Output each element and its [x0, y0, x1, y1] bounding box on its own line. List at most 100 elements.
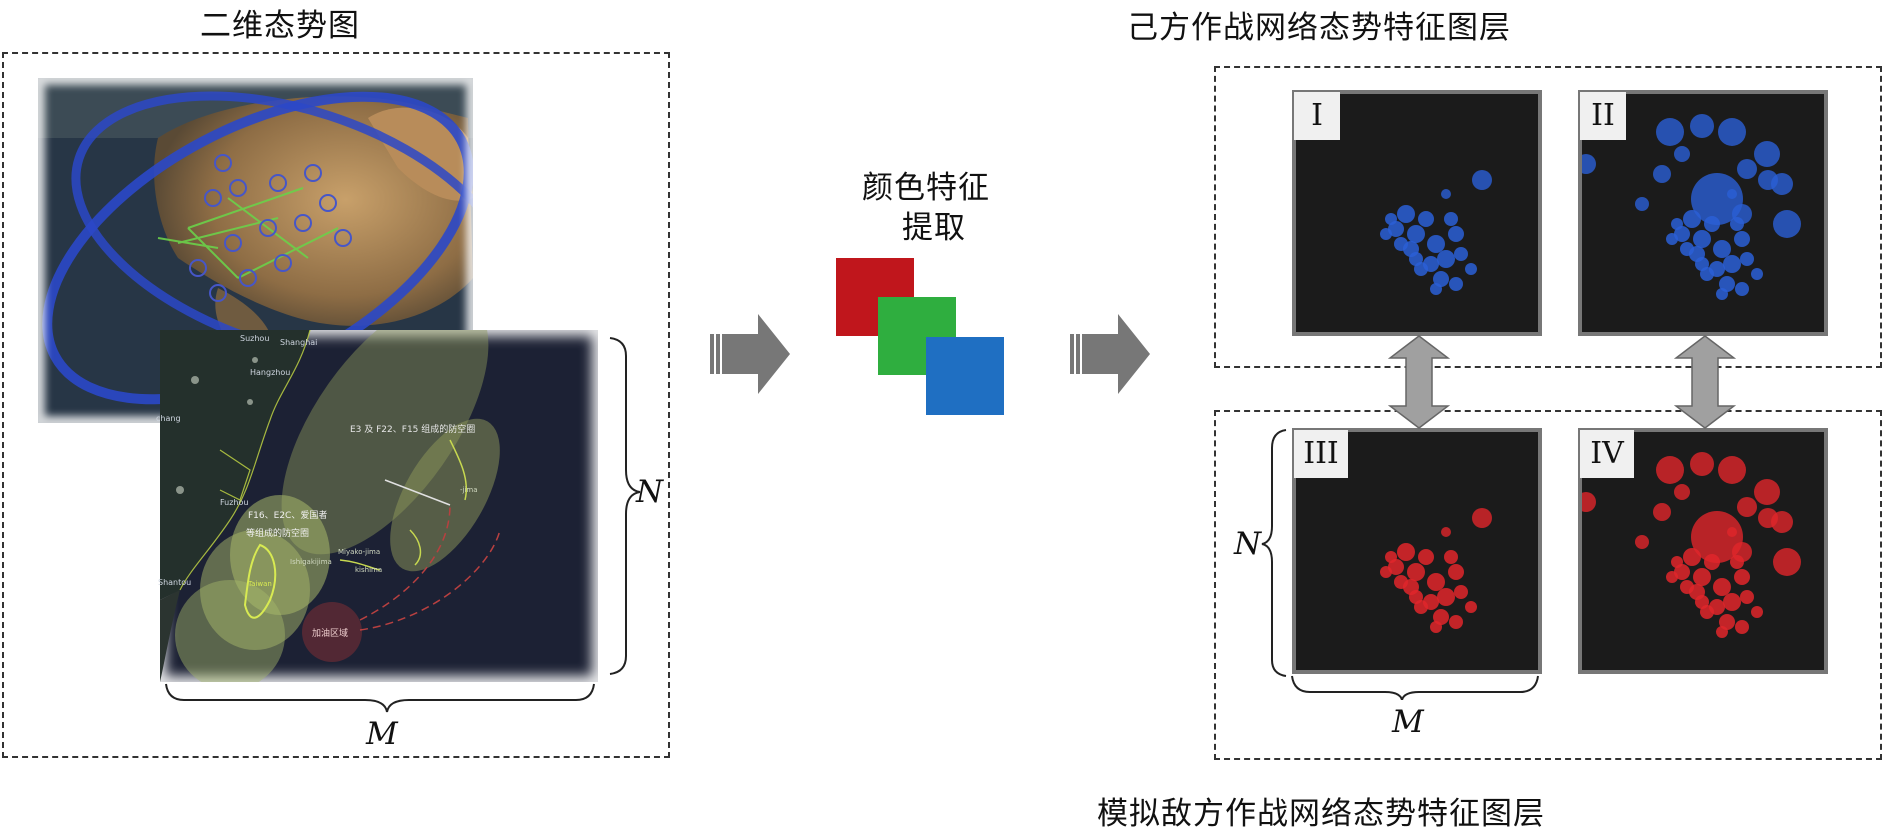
layer-1-blob [1407, 225, 1425, 243]
layer-1-blob [1394, 237, 1408, 251]
layer-2-blob [1635, 197, 1649, 211]
layer-4-blob [1671, 556, 1683, 568]
layer-3-blob [1444, 550, 1458, 564]
layer-2-blob [1674, 146, 1690, 162]
layer-3-blob [1454, 585, 1468, 599]
layer-2-blob [1732, 204, 1752, 224]
layer-2-blob [1693, 230, 1711, 248]
layer-4-blob [1695, 595, 1709, 609]
layer-4-blob [1773, 548, 1801, 576]
layer-2-blob [1773, 210, 1801, 238]
map-label-jima: -jima [460, 486, 478, 494]
layer-3-blob [1380, 566, 1392, 578]
friendly-dashed-frame [1214, 66, 1882, 368]
layer-2-blob [1582, 154, 1596, 174]
layer-1-blob [1444, 212, 1458, 226]
layer-1-blob [1448, 226, 1464, 242]
layer-4-blob [1713, 578, 1731, 596]
right-dim-n: N [1234, 526, 1263, 562]
double-arrow-right [1674, 335, 1736, 429]
layer-1-blob [1454, 247, 1468, 261]
layer-4-blob [1734, 569, 1750, 585]
map-label-shantou: Shantou [158, 578, 192, 587]
layer-2-blob [1740, 252, 1754, 266]
layer-1-blob [1409, 252, 1423, 266]
layer-4-blob [1582, 492, 1596, 512]
layer-4-blob [1693, 568, 1711, 586]
map-label-f16-zone-2: 等组成的防空圈 [246, 529, 310, 539]
layer-2-blob [1716, 288, 1728, 300]
layer-3-blob [1448, 564, 1464, 580]
layer-4-blob [1680, 580, 1694, 594]
layer-2-blob [1674, 226, 1690, 242]
map-label-hangzhou: Hangzhou [250, 368, 291, 377]
layer-2-blob [1751, 268, 1763, 280]
layer-1-blob [1449, 277, 1463, 291]
layer-1-blob [1433, 271, 1449, 287]
map-label-taiwan: Taiwan [248, 580, 272, 588]
layer-3-blob [1394, 575, 1408, 589]
layer-3-blob [1409, 590, 1423, 604]
layer-1-blob [1385, 213, 1397, 225]
layer-3-blob [1418, 549, 1434, 565]
layer-3-blob [1430, 621, 1442, 633]
enemy-dashed-frame [1214, 410, 1882, 760]
layer-2-blob [1718, 118, 1746, 146]
layer-2-blob [1653, 165, 1671, 183]
layer-roman-3: III [1294, 430, 1348, 478]
layer-3-blob [1437, 588, 1455, 606]
layer-2-blob [1691, 173, 1743, 225]
layer-2-blob [1690, 114, 1714, 138]
layer-4-blob [1732, 542, 1752, 562]
map-label-kishima: kishima [355, 566, 383, 574]
layer-2-blob [1671, 218, 1683, 230]
friendly-layer-title: 己方作战网络态势特征图层 [1127, 10, 1511, 46]
layer-2-blob [1680, 242, 1694, 256]
map-label-fuzhou: Fuzhou [220, 498, 249, 507]
layer-2-blob [1656, 118, 1684, 146]
map-label-f16-zone-1: F16、E2C、爱国者 [248, 511, 328, 521]
left-dim-m: M [366, 716, 399, 752]
layer-roman-4: IV [1580, 430, 1634, 478]
layer-1-blob [1380, 228, 1392, 240]
layer-4-blob [1719, 614, 1735, 630]
right-dim-m: M [1392, 704, 1425, 740]
layer-3-blob [1433, 609, 1449, 625]
enemy-layer-title: 模拟敌方作战网络态势特征图层 [1097, 796, 1545, 832]
flow-arrow-1 [710, 314, 790, 394]
left-panel-title: 二维态势图 [200, 8, 360, 44]
left-dashed-frame [2, 52, 670, 758]
layer-1-blob [1418, 211, 1434, 227]
layer-4-blob [1771, 511, 1793, 533]
layer-roman-2: II [1580, 92, 1626, 140]
layer-4-blob [1754, 479, 1780, 505]
layer-2-blob [1723, 255, 1741, 273]
extraction-label-line1: 颜色特征 [862, 170, 990, 206]
map-label-ishigakijima: Ishigakijima [290, 558, 332, 566]
layer-3-blob [1465, 601, 1477, 613]
blue-channel-square [926, 337, 1004, 415]
flow-arrow-2 [1070, 314, 1150, 394]
layer-3-blob [1441, 527, 1451, 537]
layer-1-blob [1388, 221, 1404, 237]
layer-4-blob [1716, 626, 1728, 638]
map-label-e3-zone: E3 及 F22、F15 组成的防空圈 [350, 425, 476, 435]
layer-2-blob [1695, 257, 1709, 271]
layer-3-blob [1472, 508, 1492, 528]
layer-3-blob [1397, 543, 1415, 561]
layer-4-blob [1674, 564, 1690, 580]
layer-4-blob [1666, 571, 1678, 583]
layer-4-blob [1740, 590, 1754, 604]
layer-tile-3: III [1292, 428, 1542, 674]
layer-2-blob [1737, 159, 1757, 179]
layer-2-blob [1735, 282, 1749, 296]
layer-4-blob [1691, 511, 1743, 563]
map-label-miyakojima: Miyako-jima [338, 548, 381, 556]
layer-1-blob [1441, 189, 1451, 199]
layer-3-blob [1407, 563, 1425, 581]
layer-tile-4: IV [1578, 428, 1828, 674]
layer-1-blob [1472, 170, 1492, 190]
layer-3-blob [1385, 551, 1397, 563]
layer-4-blob [1723, 593, 1741, 611]
